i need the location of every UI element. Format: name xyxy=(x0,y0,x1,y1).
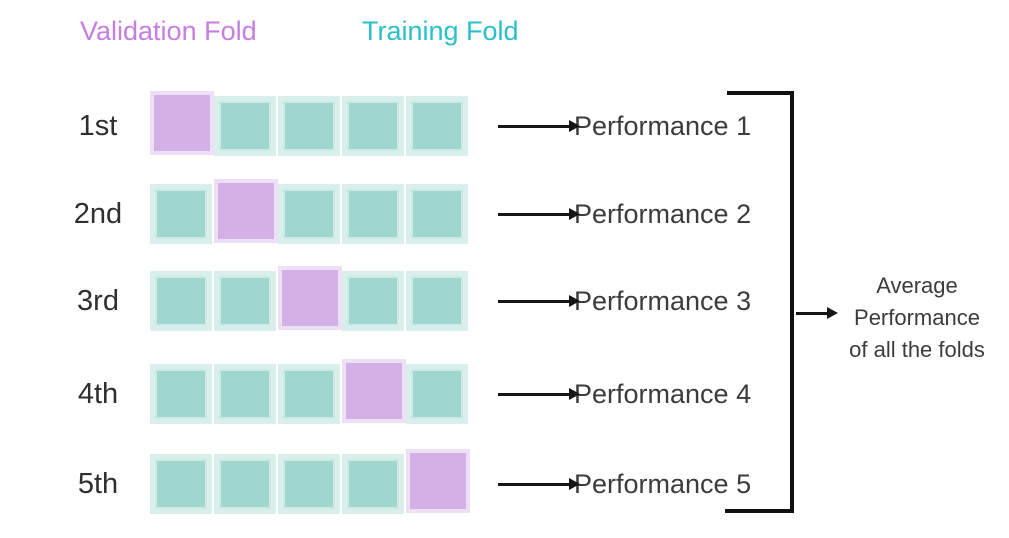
training-fold-square xyxy=(406,96,468,156)
training-fold-square xyxy=(406,271,468,331)
arrow-right-icon xyxy=(796,307,838,319)
average-performance-line: Average xyxy=(876,273,958,298)
arrow-right-icon xyxy=(498,387,580,400)
training-fold-square xyxy=(278,96,340,156)
training-fold-square xyxy=(150,364,212,424)
validation-fold-square xyxy=(214,179,278,243)
arrow-right-icon xyxy=(498,294,580,307)
fold-row: 1st Performance 1 xyxy=(0,91,1009,161)
fold-squares xyxy=(150,449,476,519)
performance-label: Performance 2 xyxy=(574,198,752,229)
fold-squares xyxy=(150,359,476,429)
performance-label: Performance 4 xyxy=(574,378,752,409)
fold-row: 3rd Performance 3 xyxy=(0,266,1009,336)
training-fold-square xyxy=(214,454,276,514)
bracket-top-line xyxy=(727,91,792,95)
training-fold-square xyxy=(342,96,404,156)
training-fold-square xyxy=(406,184,468,244)
row-label: 3rd xyxy=(77,284,119,317)
performance-label: Performance 1 xyxy=(574,110,752,141)
training-fold-square xyxy=(342,271,404,331)
training-fold-square xyxy=(278,184,340,244)
fold-squares xyxy=(150,91,476,161)
training-fold-square xyxy=(150,271,212,331)
fold-row: 2nd Performance 2 xyxy=(0,179,1009,249)
arrow-right-icon xyxy=(498,477,580,490)
training-fold-square xyxy=(214,271,276,331)
bracket-vertical-line xyxy=(790,91,794,513)
average-performance-line: of all the folds xyxy=(849,337,985,362)
arrow-right-icon xyxy=(498,119,580,132)
average-performance-line: Performance xyxy=(854,305,980,330)
average-performance-label: Average Performance of all the folds xyxy=(838,270,996,366)
legend-validation-label: Validation Fold xyxy=(80,16,257,46)
training-fold-square xyxy=(406,364,468,424)
training-fold-square xyxy=(342,184,404,244)
arrow-right-icon xyxy=(498,207,580,220)
validation-fold-square xyxy=(342,359,406,423)
validation-fold-square xyxy=(150,91,214,155)
training-fold-square xyxy=(278,364,340,424)
training-fold-square xyxy=(278,454,340,514)
row-label: 4th xyxy=(77,377,119,410)
training-fold-square xyxy=(150,454,212,514)
legend-training-label: Training Fold xyxy=(362,16,519,46)
training-fold-square xyxy=(214,364,276,424)
fold-row: 4th Performance 4 xyxy=(0,359,1009,429)
validation-fold-square xyxy=(406,449,470,513)
row-label: 1st xyxy=(78,109,118,142)
validation-fold-square xyxy=(278,266,342,330)
performance-label: Performance 5 xyxy=(574,468,752,499)
row-label: 2nd xyxy=(73,197,123,230)
row-label: 5th xyxy=(77,467,119,500)
fold-squares xyxy=(150,266,476,336)
training-fold-square xyxy=(342,454,404,514)
fold-row: 5th Performance 5 xyxy=(0,449,1009,519)
performance-label: Performance 3 xyxy=(574,285,752,316)
bracket-bottom-line xyxy=(725,509,792,513)
fold-squares xyxy=(150,179,476,249)
training-fold-square xyxy=(214,96,276,156)
training-fold-square xyxy=(150,184,212,244)
